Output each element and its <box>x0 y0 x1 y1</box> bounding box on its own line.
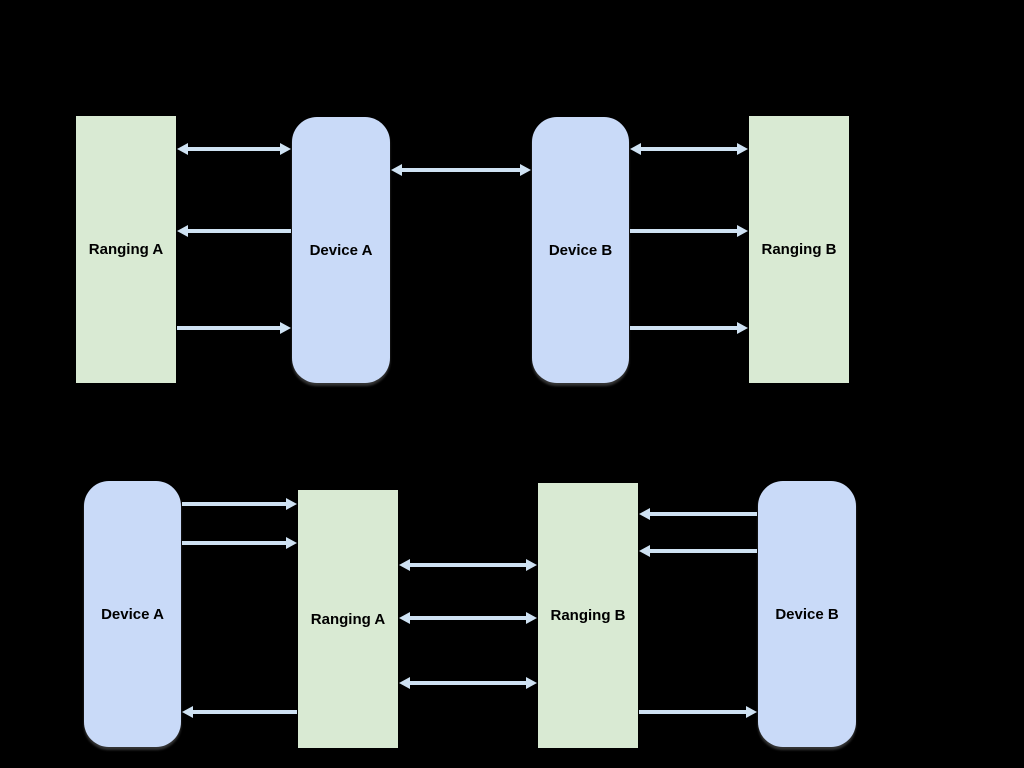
arrow-shaft <box>408 616 528 620</box>
arrow-shaft <box>182 502 288 506</box>
arrowhead-left-icon <box>177 143 188 155</box>
top-device-a-box: Device A <box>292 117 390 383</box>
arrowhead-left-icon <box>177 225 188 237</box>
arrowhead-right-icon <box>280 143 291 155</box>
bottom-ranging-b-box: Ranging B <box>538 483 638 748</box>
top-arrow-4 <box>391 164 531 176</box>
arrow-shaft <box>186 147 282 151</box>
bottom-device-a-label: Device A <box>101 605 164 623</box>
arrow-shaft <box>186 229 291 233</box>
arrowhead-right-icon <box>526 612 537 624</box>
arrow-shaft <box>408 681 528 685</box>
bottom-device-b-label: Device B <box>775 605 839 623</box>
top-arrow-6 <box>630 225 748 237</box>
top-ranging-b-box: Ranging B <box>749 116 849 383</box>
arrowhead-left-icon <box>639 545 650 557</box>
top-arrow-5 <box>630 143 748 155</box>
bottom-arrow-2 <box>182 537 297 549</box>
top-device-b-label: Device B <box>548 241 613 259</box>
top-device-b-box: Device B <box>532 117 629 383</box>
arrowhead-right-icon <box>737 322 748 334</box>
bottom-arrow-1 <box>182 498 297 510</box>
arrowhead-left-icon <box>630 143 641 155</box>
arrow-shaft <box>648 512 757 516</box>
arrowhead-left-icon <box>399 677 410 689</box>
top-arrow-7 <box>630 322 748 334</box>
arrow-shaft <box>182 541 288 545</box>
bottom-arrow-5 <box>399 612 537 624</box>
arrow-shaft <box>639 147 739 151</box>
arrowhead-right-icon <box>737 143 748 155</box>
arrow-shaft <box>408 563 528 567</box>
arrowhead-left-icon <box>399 612 410 624</box>
arrowhead-right-icon <box>526 677 537 689</box>
arrow-shaft <box>191 710 297 714</box>
arrow-shaft <box>648 549 757 553</box>
arrowhead-left-icon <box>391 164 402 176</box>
bottom-ranging-a-box: Ranging A <box>298 490 398 748</box>
bottom-arrow-9 <box>639 706 757 718</box>
arrowhead-right-icon <box>520 164 531 176</box>
arrowhead-right-icon <box>526 559 537 571</box>
arrow-shaft <box>639 710 748 714</box>
bottom-arrow-7 <box>639 508 757 520</box>
bottom-arrow-4 <box>399 559 537 571</box>
bottom-device-b-box: Device B <box>758 481 856 747</box>
bottom-arrow-3 <box>182 706 297 718</box>
arrowhead-right-icon <box>746 706 757 718</box>
arrow-shaft <box>177 326 282 330</box>
bottom-arrow-8 <box>639 545 757 557</box>
bottom-ranging-a-label: Ranging A <box>310 610 386 628</box>
bottom-ranging-b-label: Ranging B <box>550 607 626 624</box>
top-device-a-label: Device A <box>309 241 373 259</box>
top-ranging-a-label: Ranging A <box>88 241 164 258</box>
arrowhead-right-icon <box>280 322 291 334</box>
arrowhead-right-icon <box>286 537 297 549</box>
top-ranging-a-box: Ranging A <box>76 116 176 383</box>
arrowhead-left-icon <box>639 508 650 520</box>
arrow-shaft <box>400 168 522 172</box>
arrowhead-left-icon <box>182 706 193 718</box>
top-ranging-b-label: Ranging B <box>761 241 837 258</box>
arrow-shaft <box>630 326 739 330</box>
arrow-shaft <box>630 229 739 233</box>
arrowhead-right-icon <box>286 498 297 510</box>
top-arrow-2 <box>177 225 291 237</box>
arrowhead-left-icon <box>399 559 410 571</box>
top-arrow-1 <box>177 143 291 155</box>
arrowhead-right-icon <box>737 225 748 237</box>
top-arrow-3 <box>177 322 291 334</box>
bottom-device-a-box: Device A <box>84 481 181 747</box>
bottom-arrow-6 <box>399 677 537 689</box>
